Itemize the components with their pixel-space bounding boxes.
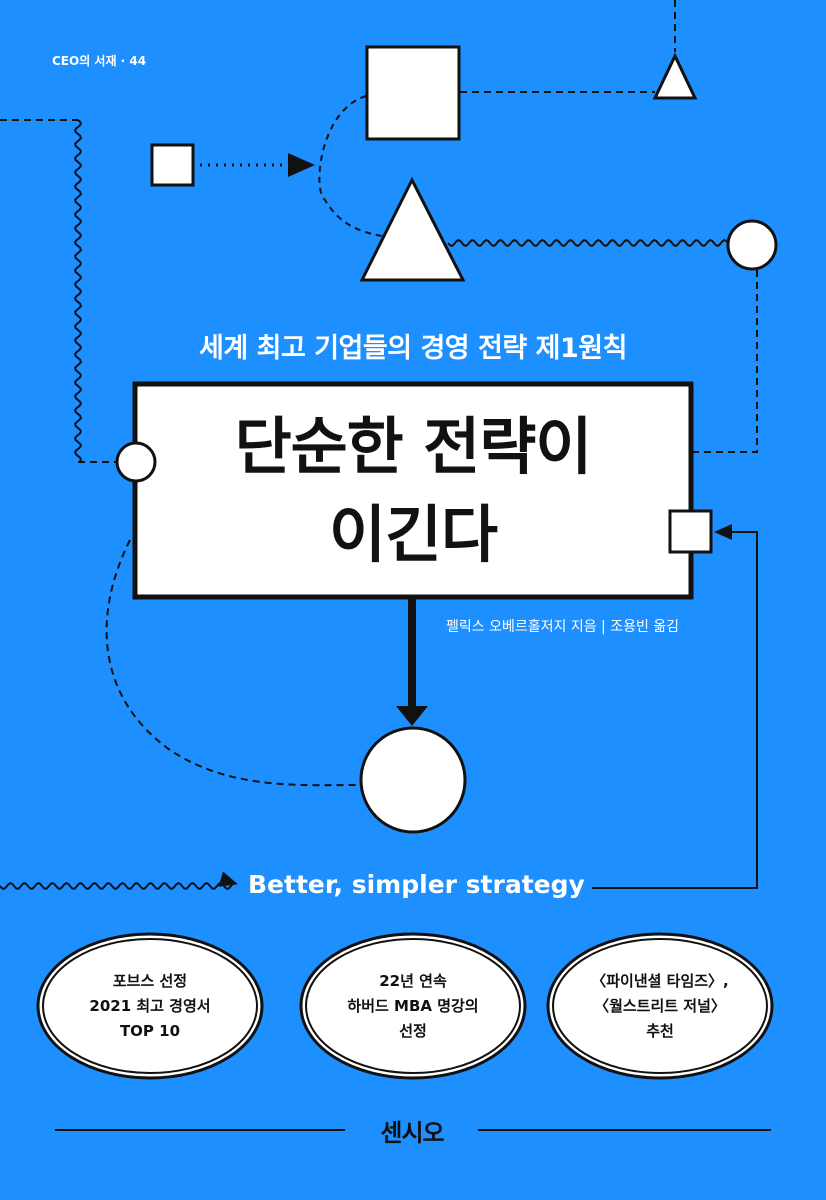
badge-ovals (36, 932, 774, 1080)
title-line: 단순한 전략이 (234, 410, 593, 483)
badge-line: 〈파이낸셜 타임즈〉, (591, 971, 729, 990)
badge-line: 추천 (646, 1021, 674, 1040)
circle-shape (726, 219, 778, 271)
subtitle: 세계 최고 기업들의 경영 전략 제1원칙 (199, 333, 627, 364)
wavy-connector (447, 238, 729, 248)
title-line: 이긴다 (328, 498, 498, 571)
badge-forbes: 포브스 선정 2021 최고 경영서 TOP 10 (40, 936, 260, 1076)
thick-arrowhead (396, 706, 428, 726)
series-label: CEO의 서재 · 44 (52, 54, 147, 68)
triangle-shape (652, 52, 698, 100)
square-shape (365, 45, 461, 141)
wavy-connector (73, 119, 83, 463)
square-shape (668, 509, 713, 554)
author-credit: 펠릭스 오베르홀저지 지음 | 조용빈 옮김 (446, 619, 680, 635)
dashed-connector (693, 270, 758, 453)
book-title: 단순한 전략이 이긴다 (136, 386, 690, 596)
badge-line: 2021 최고 경영서 (89, 996, 211, 1015)
dashed-arc (318, 95, 383, 237)
triangle-shape (359, 176, 466, 282)
badge-harvard: 22년 연속 하버드 MBA 명강의 선정 (303, 936, 523, 1076)
tagline: Better, simpler strategy (248, 870, 585, 899)
return-arrow (592, 524, 758, 889)
badge-line: 선정 (399, 1021, 427, 1040)
circle-shape (359, 726, 467, 834)
badge-line: 〈월스트리트 저널〉 (594, 996, 726, 1015)
publisher-logo: 센시오 (380, 1119, 444, 1147)
badge-line: 포브스 선정 (112, 971, 188, 990)
wavy-arrow (0, 871, 238, 891)
badge-line: 하버드 MBA 명강의 (347, 996, 479, 1015)
badge-press: 〈파이낸셜 타임즈〉, 〈월스트리트 저널〉 추천 (550, 936, 770, 1076)
dashed-arc (105, 539, 361, 787)
circle-shape (115, 441, 157, 483)
badge-line: 22년 연속 (379, 971, 447, 990)
title-box (132, 381, 694, 600)
badge-line: TOP 10 (119, 1021, 181, 1040)
square-shape (150, 143, 195, 187)
